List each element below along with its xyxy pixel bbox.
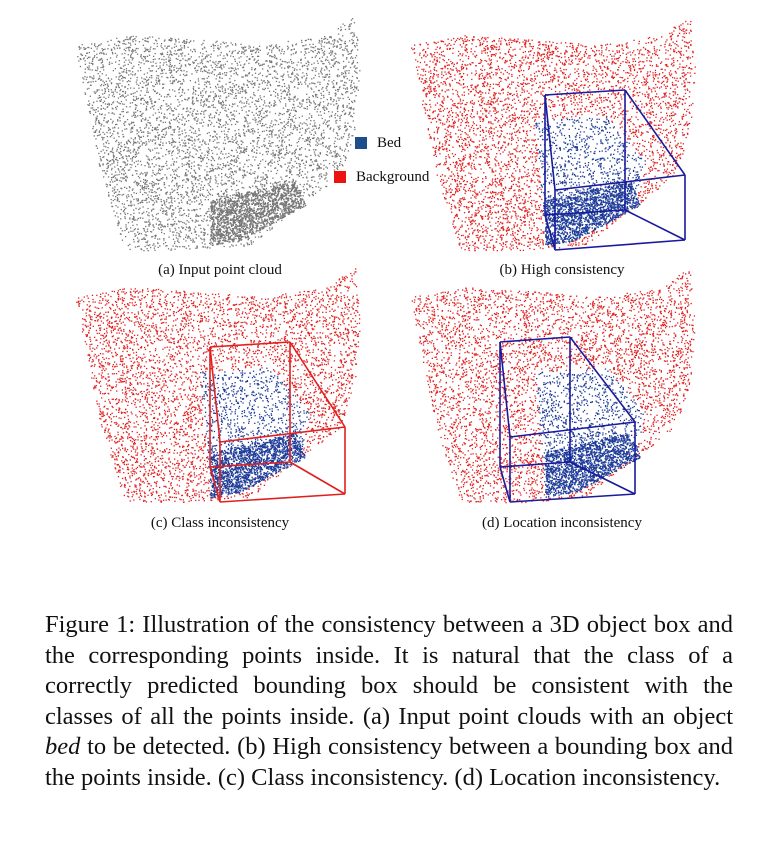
bounding-box xyxy=(209,341,346,503)
legend-item-background: Background xyxy=(334,167,429,187)
panel-location-inconsistency xyxy=(411,271,696,504)
legend: Bed Background xyxy=(330,130,460,190)
bounding-box xyxy=(544,89,686,251)
point-cloud xyxy=(411,20,696,252)
caption-label: Figure 1: xyxy=(45,611,135,638)
subcaption-d: (d) Location inconsistency xyxy=(452,515,672,532)
caption-text-1: Illustration of the consistency between … xyxy=(45,611,733,730)
legend-label-bed: Bed xyxy=(377,135,401,152)
point-cloud xyxy=(77,18,361,252)
caption-text-2: to be detected. (b) High consistency bet… xyxy=(45,733,733,791)
subcaption-b: (b) High consistency xyxy=(452,262,672,279)
legend-label-background: Background xyxy=(356,169,429,186)
panel-high-consistency xyxy=(411,20,696,252)
point-cloud xyxy=(411,271,696,504)
panel-class-inconsistency xyxy=(76,268,361,503)
legend-swatch-background xyxy=(334,171,346,183)
panel-input-point-cloud xyxy=(77,18,361,252)
caption-emphasis: bed xyxy=(45,733,80,760)
bounding-box xyxy=(499,336,636,503)
legend-item-bed: Bed xyxy=(355,133,401,153)
figure-caption: Figure 1: Illustration of the consistenc… xyxy=(45,610,733,793)
legend-swatch-bed xyxy=(355,137,367,149)
subcaption-a: (a) Input point cloud xyxy=(110,262,330,279)
subcaption-c: (c) Class inconsistency xyxy=(110,515,330,532)
